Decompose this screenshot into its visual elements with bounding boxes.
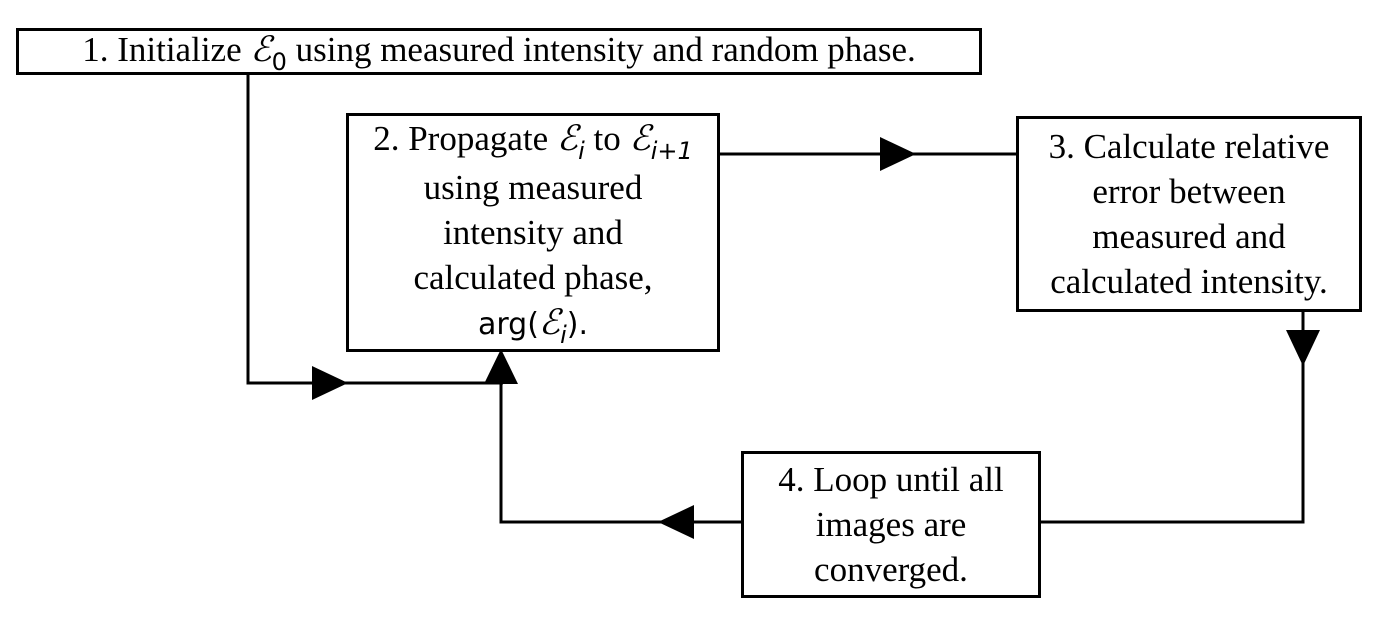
arrowhead-up-step2 — [484, 349, 518, 384]
arrowhead-left-loop — [658, 505, 694, 539]
field-symbol: ℰ — [629, 119, 651, 159]
step2-line1: 2. Propagate ℰi to ℰi+1 — [373, 116, 693, 165]
step2-line5: arg(ℰi). — [478, 300, 588, 349]
step1-box: 1. Initialize ℰ0 using measured intensit… — [16, 27, 982, 76]
connector-step4-to-step2 — [499, 352, 741, 524]
step3-box: 3. Calculate relative error between meas… — [1016, 116, 1362, 312]
step2-line4: calculated phase, — [413, 258, 653, 297]
arg-close: ). — [566, 307, 589, 342]
arrowhead-down-step3 — [1286, 330, 1320, 366]
step1-suffix: using measured intensity and random phas… — [286, 30, 916, 69]
step2-subscript-next: i+1 — [650, 137, 693, 165]
arrowhead-right-feed — [312, 366, 348, 400]
connector-step1-to-step2 — [246, 75, 503, 385]
step3-line1: 3. Calculate relative — [1048, 127, 1330, 166]
step1-subscript: 0 — [271, 48, 287, 76]
step2-to: to — [584, 119, 630, 158]
field-symbol: ℰ — [538, 303, 561, 343]
arg-function: arg( — [477, 307, 539, 342]
step4-line1: 4. Loop until all — [778, 460, 1004, 499]
step3-line2: error between — [1092, 172, 1286, 211]
arrowhead-right-step3 — [880, 137, 916, 171]
step1-text: 1. Initialize ℰ0 using measured intensit… — [82, 27, 916, 76]
step2-subscript-i: i — [578, 137, 585, 165]
connector-step3-to-step4 — [1041, 312, 1305, 524]
step2-arg-subscript: i — [560, 321, 567, 349]
step4-line2: images are — [815, 505, 967, 544]
field-symbol: ℰ — [556, 119, 579, 159]
field-symbol: ℰ — [250, 30, 272, 70]
step3-line3: measured and — [1092, 217, 1286, 256]
step1-prefix: 1. Initialize — [82, 30, 251, 69]
step2-line2: using measured — [423, 168, 643, 207]
step2-line3: intensity and — [443, 213, 623, 252]
step4-box: 4. Loop until all images are converged. — [741, 451, 1041, 598]
step3-line4: calculated intensity. — [1050, 262, 1328, 301]
step4-line3: converged. — [814, 550, 968, 589]
step2-box: 2. Propagate ℰi to ℰi+1 using measured i… — [346, 113, 720, 352]
step2-prefix: 2. Propagate — [373, 119, 557, 158]
